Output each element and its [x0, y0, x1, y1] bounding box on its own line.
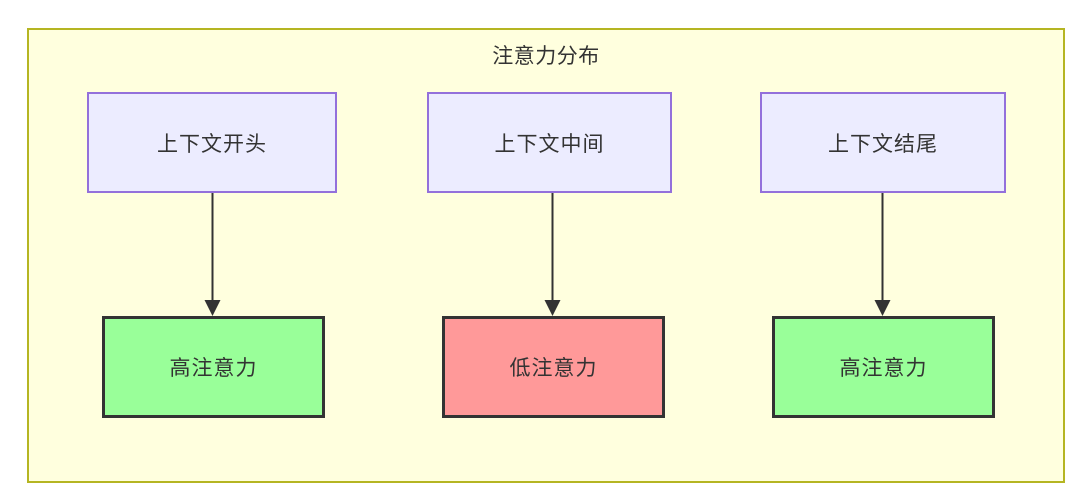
node-context-middle[interactable]: 上下文中间	[427, 92, 672, 193]
subgraph-title: 注意力分布	[492, 45, 600, 68]
node-attention-end[interactable]: 高注意力	[772, 316, 995, 418]
node-attention-start[interactable]: 高注意力	[102, 316, 325, 418]
node-context-end[interactable]: 上下文结尾	[760, 92, 1006, 193]
node-attention-middle[interactable]: 低注意力	[442, 316, 665, 418]
node-context-start[interactable]: 上下文开头	[87, 92, 337, 193]
